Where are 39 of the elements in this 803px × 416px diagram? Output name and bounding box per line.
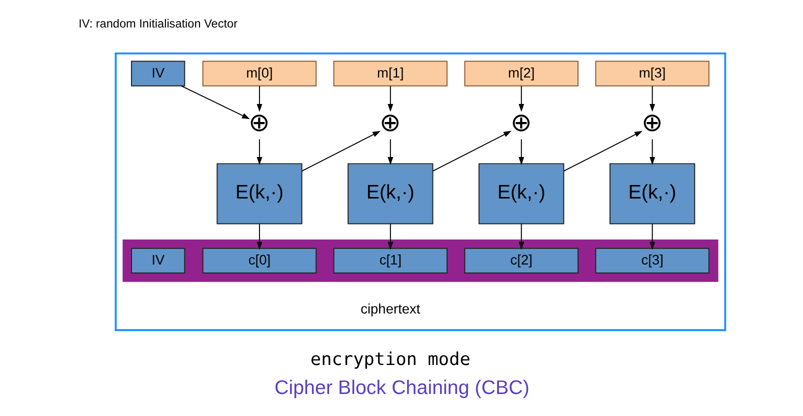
node-text: ⊕: [510, 109, 532, 138]
node-box: c[1]: [332, 248, 448, 274]
caption: Cipher Block Chaining (CBC): [274, 377, 529, 400]
node-box: IV: [130, 248, 185, 274]
label: ciphertext: [360, 302, 420, 317]
node-box: c[3]: [594, 248, 709, 274]
arrow: [387, 86, 393, 112]
label: encryption mode: [310, 350, 470, 370]
node-text: ⊕: [248, 109, 270, 138]
node-box: m[3]: [594, 60, 709, 86]
node-box: E(k,·): [347, 163, 433, 224]
arrow: [256, 138, 262, 165]
node-text: ⊕: [378, 109, 401, 138]
arrow: [256, 223, 262, 250]
arrow: [301, 130, 380, 172]
arrow: [649, 138, 655, 165]
arrow: [518, 86, 524, 112]
arrow: [562, 130, 642, 172]
arrow: [649, 86, 655, 112]
arrow: [387, 138, 393, 165]
arrow: [649, 223, 655, 250]
node-box: c[0]: [202, 248, 316, 274]
cluster: [114, 52, 726, 332]
node-box: m[1]: [332, 60, 448, 86]
arrow: [518, 138, 524, 165]
node-box: IV: [130, 60, 185, 86]
node-text: ⊕: [640, 109, 663, 138]
label: IV: random Initialisation Vector: [78, 16, 238, 30]
arrow: [180, 86, 250, 120]
node-box: c[2]: [464, 248, 578, 274]
node-box: E(k,·): [478, 163, 564, 224]
arrow: [256, 86, 262, 112]
arrow: [387, 223, 393, 250]
node-box: m[0]: [202, 60, 316, 86]
node-box: m[2]: [464, 60, 578, 86]
node-box: E(k,·): [216, 163, 302, 224]
arrow: [432, 130, 512, 172]
arrow: [518, 223, 524, 250]
node-box: E(k,·): [609, 163, 695, 224]
